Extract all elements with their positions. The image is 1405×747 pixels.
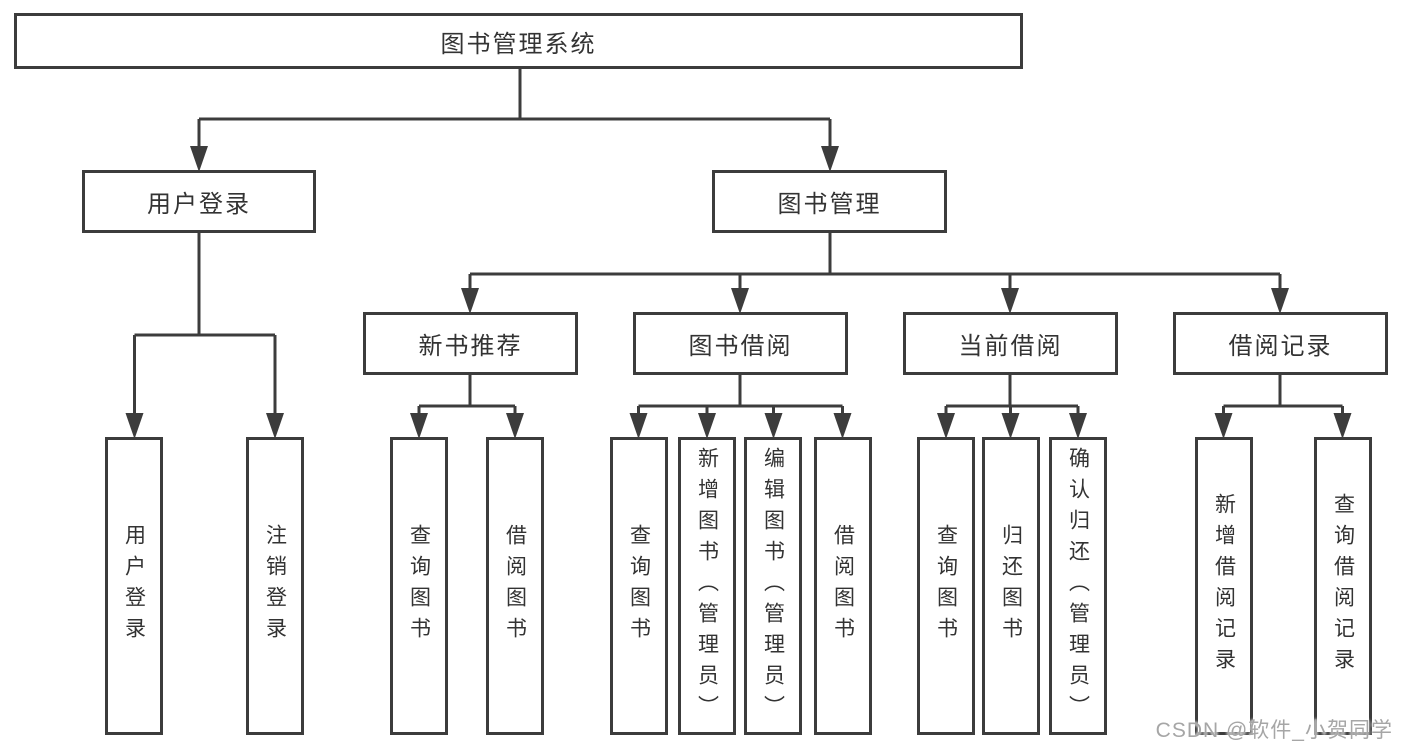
leaf-query-books-current: 查询图书	[917, 437, 975, 735]
leaf-return-book-label: 归还图书	[999, 524, 1023, 648]
leaf-add-borrow-record: 新增借阅记录	[1195, 437, 1253, 735]
leaf-edit-book-admin: 编辑图书（管理员）	[744, 437, 802, 735]
node-borrowing-records: 借阅记录	[1173, 312, 1388, 375]
leaf-add-borrow-record-label: 新增借阅记录	[1212, 493, 1236, 679]
leaf-logout: 注销登录	[246, 437, 304, 735]
node-user-login-label: 用户登录	[147, 191, 251, 218]
node-book-management: 图书管理	[712, 170, 947, 233]
leaf-borrow-books-borrow-label: 借阅图书	[831, 524, 855, 648]
leaf-logout-label: 注销登录	[263, 524, 287, 648]
leaf-user-login: 用户登录	[105, 437, 163, 735]
node-current-borrowing-label: 当前借阅	[958, 333, 1063, 360]
leaf-query-books-borrow: 查询图书	[610, 437, 668, 735]
leaf-query-books-borrow-label: 查询图书	[627, 524, 651, 648]
node-book-borrowing-label: 图书借阅	[688, 333, 793, 360]
leaf-user-login-label: 用户登录	[122, 524, 146, 648]
leaf-query-borrow-record: 查询借阅记录	[1314, 437, 1372, 735]
node-book-management-label: 图书管理	[777, 191, 882, 218]
leaf-query-books-recommend-label: 查询图书	[407, 524, 431, 648]
leaf-query-books-current-label: 查询图书	[934, 524, 958, 648]
leaf-confirm-return-admin: 确认归还（管理员）	[1049, 437, 1107, 735]
node-current-borrowing: 当前借阅	[903, 312, 1118, 375]
leaf-query-borrow-record-label: 查询借阅记录	[1331, 493, 1355, 679]
leaf-borrow-books-borrow: 借阅图书	[814, 437, 872, 735]
node-library-management-system: 图书管理系统	[14, 13, 1023, 69]
leaf-add-book-admin: 新增图书（管理员）	[678, 437, 736, 735]
leaf-query-books-recommend: 查询图书	[390, 437, 448, 735]
node-library-management-system-label: 图书管理系统	[440, 30, 597, 58]
leaf-edit-book-admin-label: 编辑图书（管理员）	[761, 446, 785, 726]
arrowheads	[125, 146, 1352, 439]
node-book-borrowing: 图书借阅	[633, 312, 848, 375]
node-new-book-recommendation-label: 新书推荐	[418, 333, 523, 360]
node-new-book-recommendation: 新书推荐	[363, 312, 578, 375]
node-borrowing-records-label: 借阅记录	[1228, 333, 1333, 360]
leaf-add-book-admin-label: 新增图书（管理员）	[695, 446, 719, 726]
leaf-borrow-books-recommend: 借阅图书	[486, 437, 544, 735]
leaf-confirm-return-admin-label: 确认归还（管理员）	[1066, 446, 1090, 726]
node-user-login: 用户登录	[82, 170, 316, 233]
csdn-watermark: CSDN @软件_小贺同学	[1155, 719, 1393, 742]
leaf-borrow-books-recommend-label: 借阅图书	[503, 524, 527, 648]
leaf-return-book: 归还图书	[982, 437, 1040, 735]
